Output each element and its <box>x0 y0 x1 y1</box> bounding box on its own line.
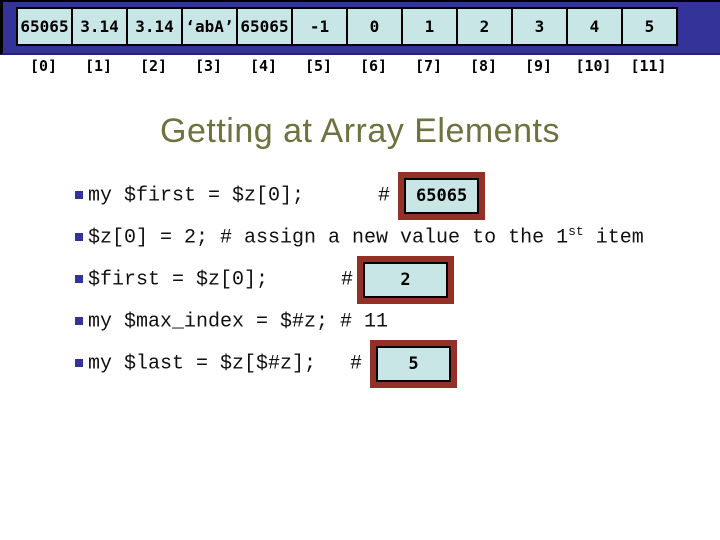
bullet-square-icon <box>75 317 83 325</box>
bullet-square-icon <box>75 191 83 199</box>
bullet-row-first-element: my $first = $z[0]; # 65065 <box>75 172 720 220</box>
page-title: Getting at Array Elements <box>160 112 560 150</box>
array-cell: 0 <box>346 7 403 46</box>
bullet-row-assign-new-value: $z[0] = 2; # assign a new value to the 1… <box>75 217 720 259</box>
array-index-label: [11] <box>630 57 667 75</box>
array-cell: ‘abA’ <box>181 7 238 46</box>
array-cell: 3 <box>511 7 568 46</box>
value-box: 5 <box>370 340 457 388</box>
array-index-label: [7] <box>414 57 443 75</box>
code-text: my $last = $z[$#z]; <box>88 352 317 376</box>
code-text: my $first = $z[0]; <box>88 184 305 208</box>
code-text: $first = $z[0]; <box>88 268 269 292</box>
array-cell: 3.14 <box>126 7 183 46</box>
array-cell: 5 <box>621 7 678 46</box>
array-index-label: [4] <box>249 57 278 75</box>
array-cell: 2 <box>456 7 513 46</box>
ordinal-superscript: st <box>568 223 584 239</box>
bullet-row-last-element: my $last = $z[$#z]; # 5 <box>75 340 720 388</box>
array-index-label: [2] <box>139 57 168 75</box>
bullet-square-icon <box>75 359 83 367</box>
value-box: 65065 <box>398 172 486 220</box>
array-index-label: [8] <box>469 57 498 75</box>
array-cells: 65065 3.14 3.14 ‘abA’ 65065 -1 0 1 2 3 4… <box>16 7 678 46</box>
array-cell: 65065 <box>236 7 293 46</box>
array-cell: 1 <box>401 7 458 46</box>
array-index-label: [0] <box>29 57 58 75</box>
code-text: my $max_index = $#z; # 11 <box>88 310 389 334</box>
array-index-label: [9] <box>524 57 553 75</box>
array-index-label: [5] <box>304 57 333 75</box>
bullet-square-icon <box>75 233 83 241</box>
bullet-row-first-reassigned: $first = $z[0]; # 2 <box>75 256 720 304</box>
array-banner: 65065 3.14 3.14 ‘abA’ 65065 -1 0 1 2 3 4… <box>0 0 720 55</box>
array-cell: 3.14 <box>71 7 128 46</box>
array-index-row: [0] [1] [2] [3] [4] [5] [6] [7] [8] [9] … <box>16 57 676 75</box>
array-index-label: [3] <box>194 57 223 75</box>
array-cell: 4 <box>566 7 623 46</box>
array-cell: 65065 <box>16 7 73 46</box>
code-text: $z[0] = 2; # assign a new value to the 1… <box>88 223 644 250</box>
bullet-row-max-index: my $max_index = $#z; # 11 <box>75 301 720 343</box>
array-index-label: [1] <box>84 57 113 75</box>
code-text-start: $z[0] = 2; # assign a new value to the 1 <box>88 226 569 250</box>
hash-comment-marker: # <box>378 184 391 208</box>
array-index-label: [6] <box>359 57 388 75</box>
bullet-square-icon <box>75 275 83 283</box>
value-box: 2 <box>357 256 454 304</box>
array-cell: -1 <box>291 7 348 46</box>
code-text-end: item <box>583 226 644 250</box>
bullet-list: my $first = $z[0]; # 65065 $z[0] = 2; # … <box>75 172 720 388</box>
hash-comment-marker: # <box>341 268 354 292</box>
array-index-label: [10] <box>575 57 612 75</box>
hash-comment-marker: # <box>350 352 363 376</box>
